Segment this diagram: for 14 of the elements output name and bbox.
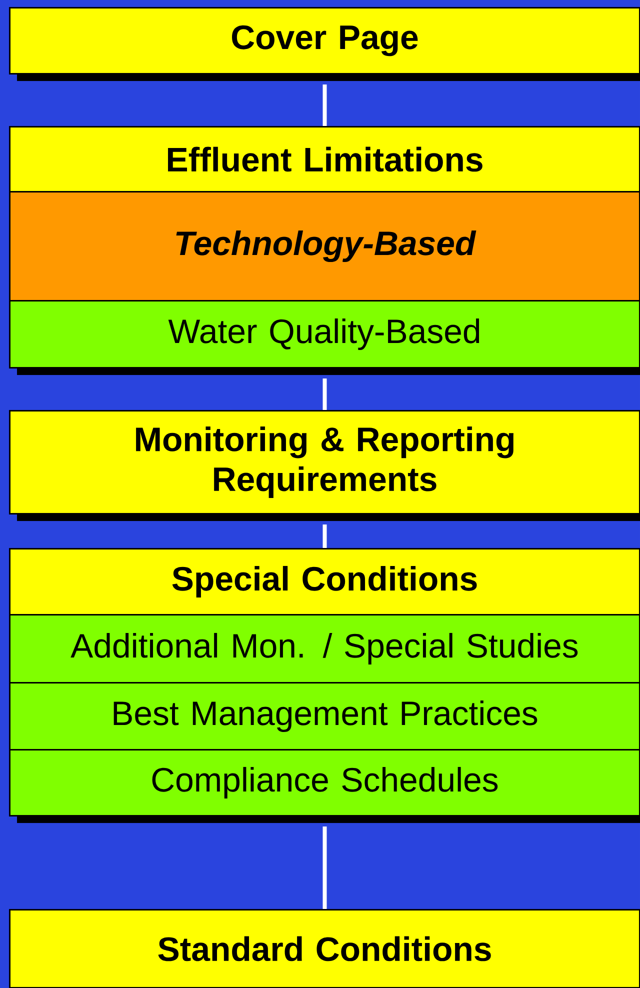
category-band: Best Management Practices bbox=[9, 682, 640, 750]
connector-line bbox=[322, 378, 327, 410]
connector-line bbox=[322, 826, 327, 909]
connector-line bbox=[322, 524, 327, 548]
category-band: Water Quality-Based bbox=[9, 300, 640, 368]
category-band: Technology-Based bbox=[9, 191, 640, 302]
connector-line bbox=[322, 84, 327, 126]
heading-box: Special Conditions bbox=[9, 548, 640, 616]
category-band: Additional Mon. / Special Studies bbox=[9, 614, 640, 684]
heading-box: Effluent Limitations bbox=[9, 126, 640, 192]
heading-box: Cover Page bbox=[9, 7, 640, 74]
heading-box: Standard Conditions bbox=[9, 909, 640, 988]
category-band: Compliance Schedules bbox=[9, 749, 640, 816]
heading-box: Monitoring & Reporting Requirements bbox=[9, 410, 640, 514]
